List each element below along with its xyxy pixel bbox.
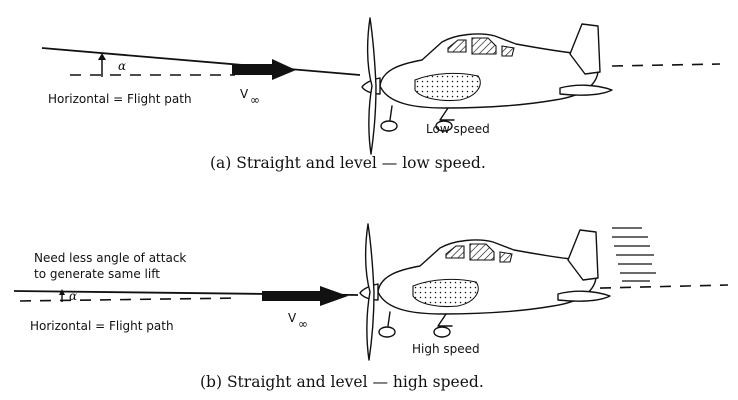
note-line-2: to generate same lift [34, 267, 160, 281]
velocity-subscript: ∞ [250, 93, 260, 107]
panel-b: α Need less angle of attack to generate … [13, 223, 729, 391]
alpha-label: α [118, 59, 126, 73]
velocity-subscript: ∞ [298, 317, 308, 331]
horizontal-flight-path-label: Horizontal = Flight path [30, 319, 174, 333]
note-line-1: Need less angle of attack [34, 251, 186, 265]
horizontal-flight-path-label: Horizontal = Flight path [48, 92, 192, 106]
speed-label-low: Low speed [426, 122, 490, 136]
velocity-arrow [232, 59, 296, 80]
alpha-label: α [69, 289, 77, 303]
horizontal-dash-right [611, 63, 721, 67]
caption-b: (b) Straight and level — high speed. [200, 373, 484, 391]
velocity-label: V [288, 311, 297, 325]
panel-a: α Horizontal = Flight path V ∞ Low speed… [41, 17, 721, 172]
caption-a: (a) Straight and level — low speed. [210, 154, 486, 172]
relative-wind-line [41, 47, 361, 76]
velocity-arrow [262, 286, 348, 306]
speed-label-high: High speed [412, 342, 480, 356]
horizontal-dash-left [19, 297, 241, 302]
airplane-high-speed [359, 223, 611, 361]
speed-lines [612, 227, 656, 282]
velocity-label: V [240, 87, 249, 101]
